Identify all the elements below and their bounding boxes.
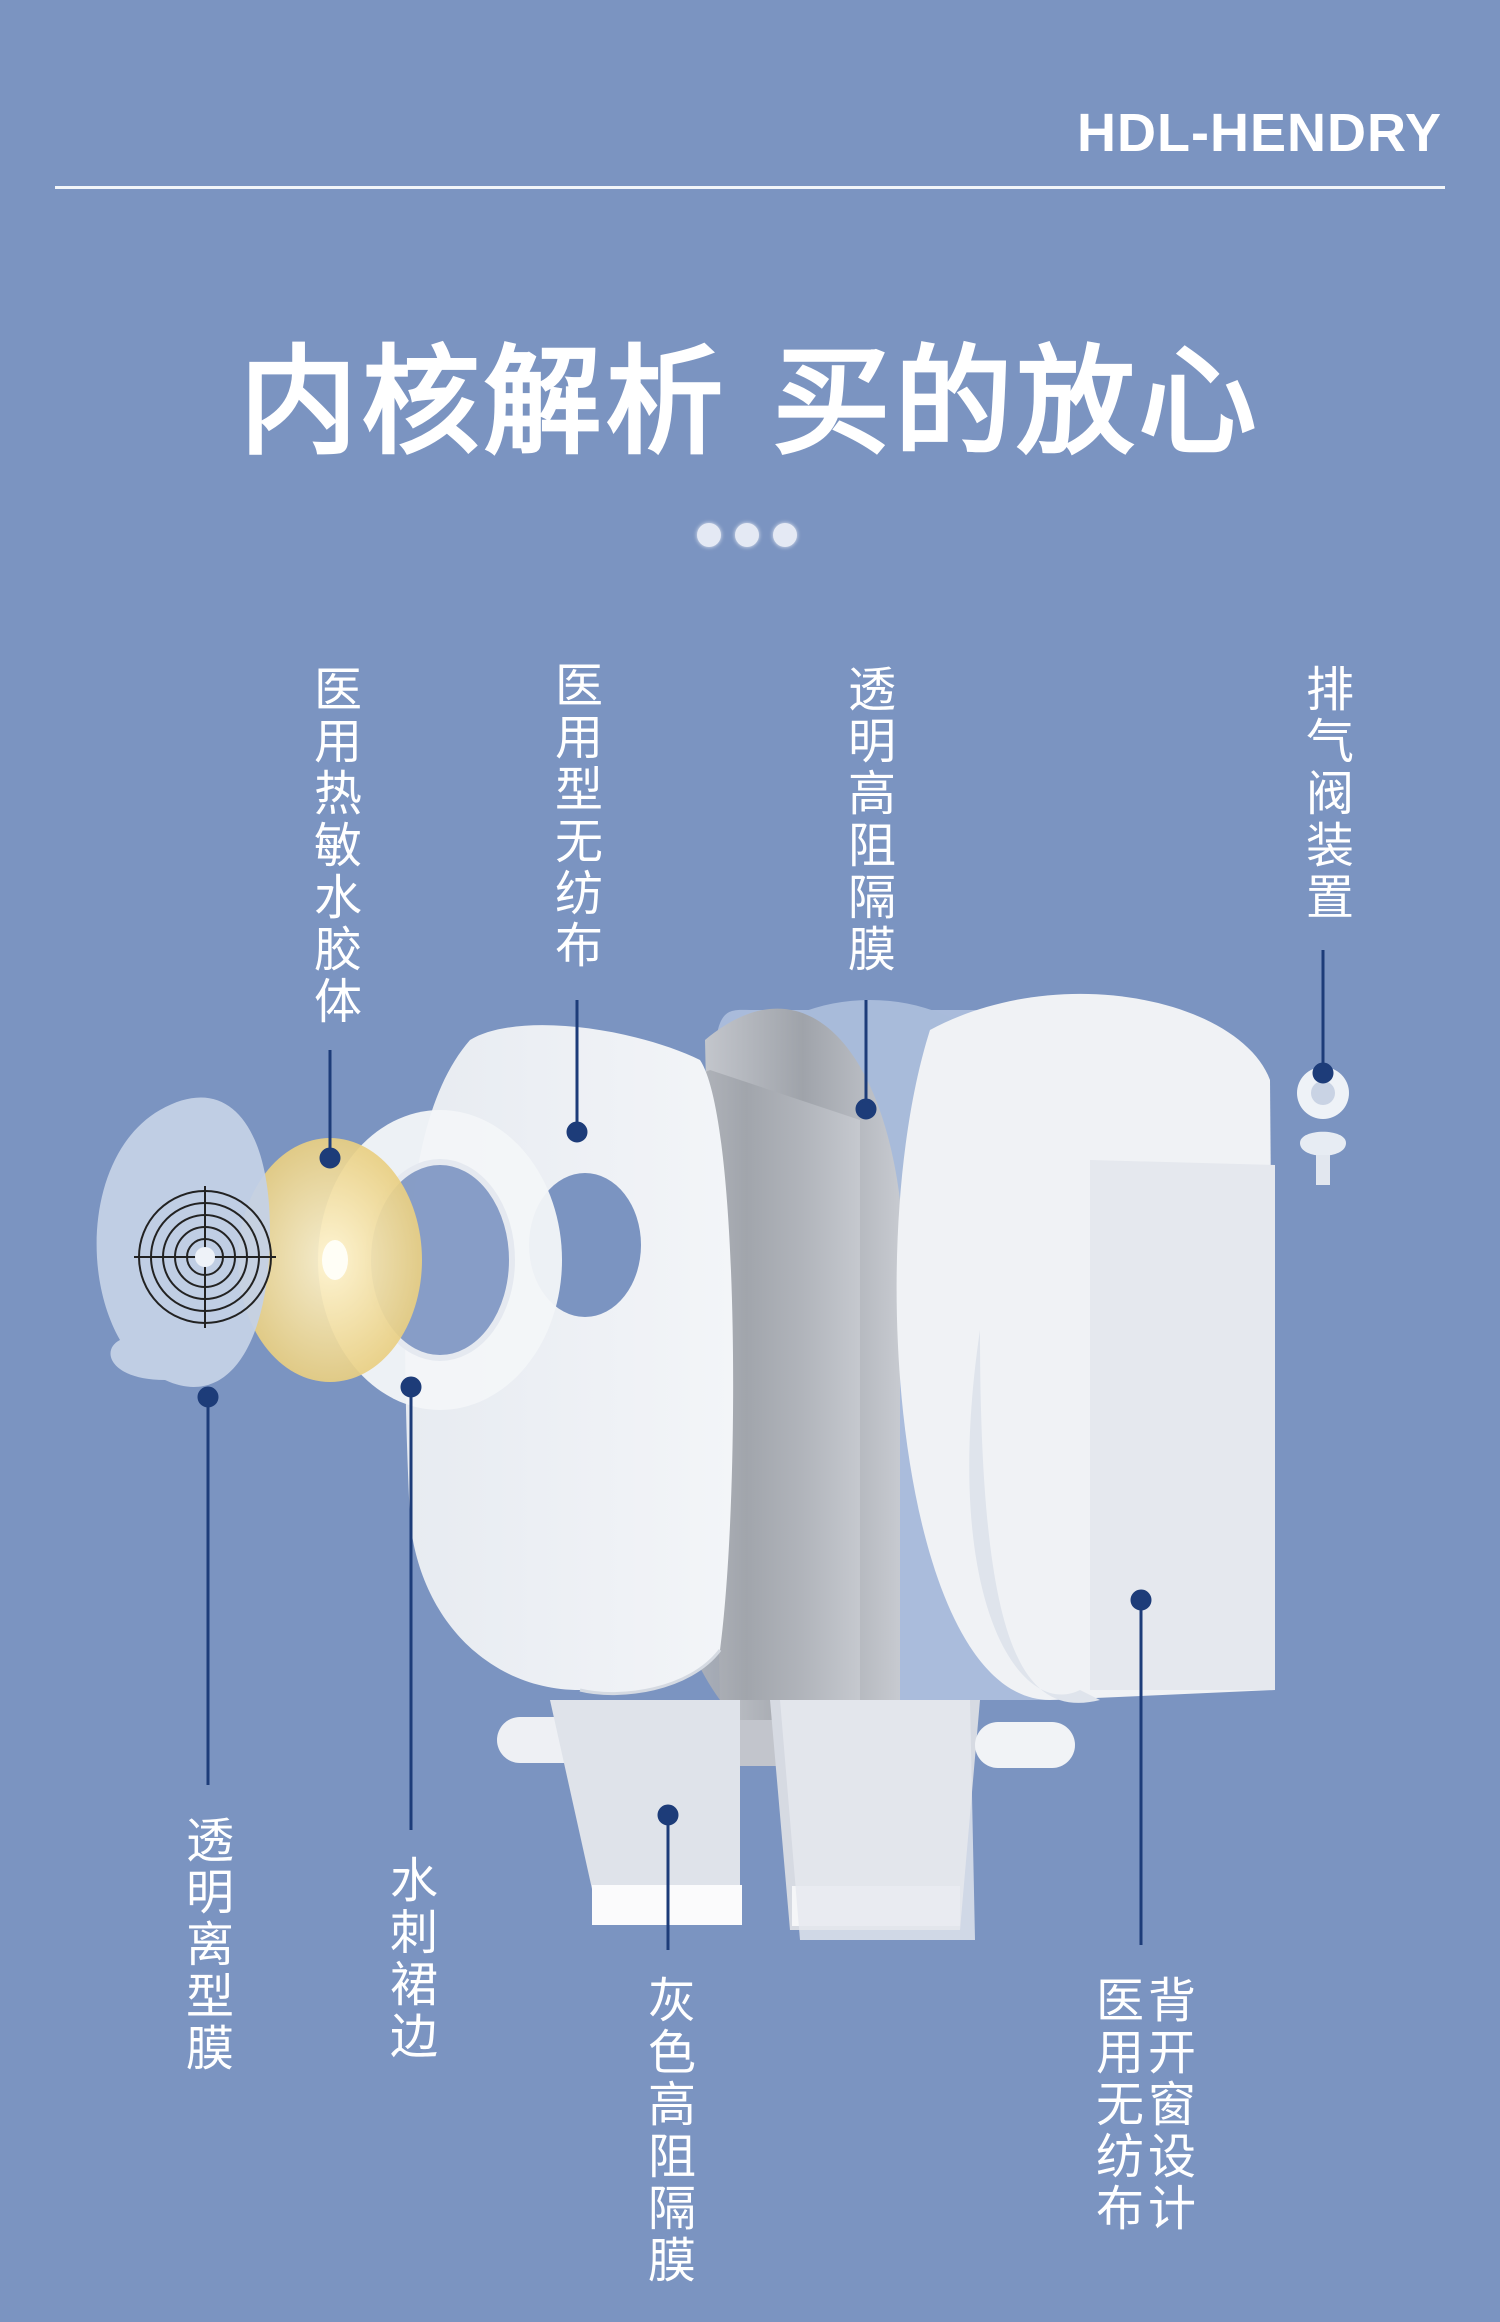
label-hydrocolloid: 医用热敏水胶体 [305, 664, 361, 1028]
decorative-dots [697, 523, 797, 547]
label-spunlace-edge: 水刺裙边 [381, 1855, 437, 2063]
release-film-disc [96, 1097, 276, 1387]
label-transparent-barrier: 透明高阻隔膜 [839, 664, 895, 976]
header-divider [55, 186, 1445, 189]
label-nonwoven: 医用型无纺布 [546, 660, 602, 972]
vent-device [1297, 1067, 1349, 1185]
label-release-film: 透明离型膜 [177, 1815, 233, 2075]
label-back-window: 背开窗设计 [1139, 1975, 1195, 2235]
label-back-nonwoven: 医用无纺布 [1087, 1975, 1143, 2235]
brand-logo-text: HDL-HENDRY [1077, 103, 1442, 163]
label-vent: 排气阀装置 [1297, 664, 1353, 924]
page-title: 内核解析 买的放心 [239, 333, 1261, 471]
hydrocolloid-disc [238, 1138, 422, 1382]
label-gray-barrier: 灰色高阻隔膜 [639, 1975, 695, 2287]
label-leaders [197, 950, 1334, 1950]
back-nonwoven-window [780, 993, 1275, 1940]
